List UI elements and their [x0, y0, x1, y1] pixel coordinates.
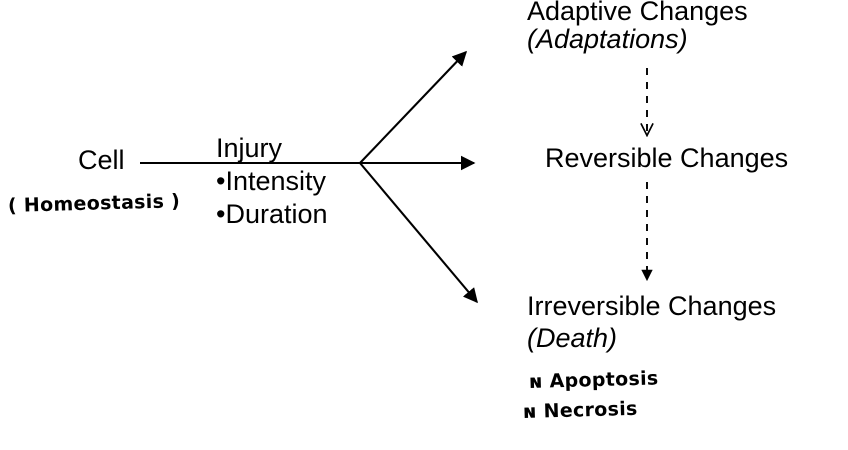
handwritten-annotation-apoptosis: ɴ Apoptosis	[528, 367, 659, 393]
node-sublabel-adaptations: (Adaptations)	[527, 24, 688, 54]
junction-to-adaptive-arrow	[359, 50, 468, 164]
injury-bullet-intensity: •Intensity	[216, 166, 327, 196]
node-sublabel-death: (Death)	[527, 323, 618, 353]
node-label-reversible-changes: Reversible Changes	[545, 143, 789, 173]
node-label-irreversible-changes: Irreversible Changes	[527, 291, 777, 321]
junction-to-irreversible-arrow	[359, 162, 478, 304]
node-label-adaptive-changes: Adaptive Changes	[527, 0, 748, 26]
injury-bullet-duration: •Duration	[216, 199, 328, 229]
node-label-cell: Cell	[78, 145, 125, 175]
node-label-injury: Injury	[216, 133, 283, 163]
handwritten-annotation-necrosis: ɴ Necrosis	[522, 397, 638, 423]
